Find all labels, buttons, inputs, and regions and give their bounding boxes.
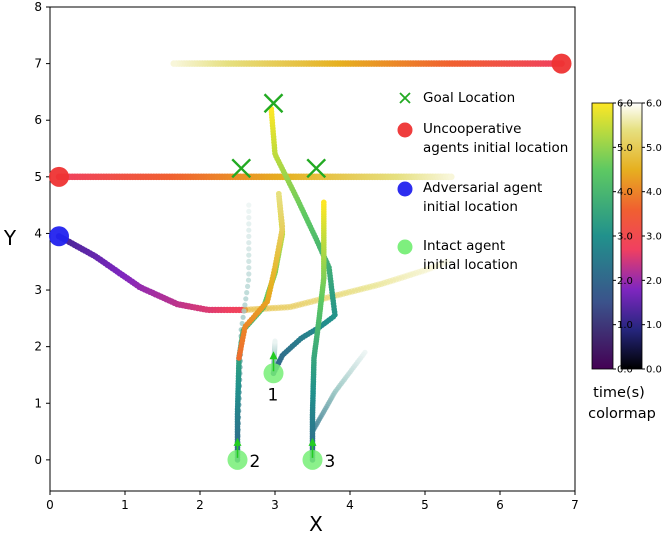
x-tick-label: 2 [196, 498, 204, 512]
x-tick-label: 5 [421, 498, 429, 512]
uncooperative-initial-marker [551, 53, 572, 74]
intact-future-path-point [246, 240, 252, 246]
colorbar-tick-label: 3.0 [617, 232, 633, 243]
agent-label-1: 1 [268, 385, 279, 405]
legend-label: Adversarial agent [423, 180, 542, 196]
intact-future-path-point [246, 202, 252, 208]
intact-future-path-point [272, 338, 278, 344]
adversarial-path-point [444, 258, 451, 265]
legend-label: initial location [423, 257, 518, 273]
intact-future-path-point [246, 215, 252, 221]
x-tick-label: 4 [346, 498, 354, 512]
intact-future-path-point [246, 233, 252, 239]
x-tick-label: 6 [496, 498, 504, 512]
y-tick-label: 5 [34, 170, 42, 184]
y-tick-label: 8 [34, 0, 42, 14]
y-tick-label: 1 [34, 396, 42, 410]
legend-marker [397, 239, 413, 255]
goal-marker [231, 158, 252, 179]
intact-initial-marker [302, 449, 323, 470]
legend-label: Goal Location [423, 90, 515, 106]
y-tick-label: 6 [34, 113, 42, 127]
y-tick-label: 4 [34, 226, 42, 240]
y-tick-label: 0 [34, 453, 42, 467]
colorbar-tick-label: 5.0 [617, 143, 633, 154]
intact-future-path-point [241, 308, 247, 314]
colorbar-tick-label: 1.0 [617, 320, 633, 331]
colorbar-tick-label: 2.0 [646, 276, 662, 287]
intact-future-path-point [243, 296, 249, 302]
colorbar-tick-label: 0.0 [646, 365, 662, 376]
y-tick-label: 2 [34, 340, 42, 354]
colorbar-tick-label: 0.0 [617, 365, 633, 376]
colorbars: 0.0 1.0 2.0 3.0 4.0 5.0 6.0 0.0 1.0 2.0 3.0 4.0 5.0 6… [591, 99, 662, 376]
intact-initial-marker [263, 363, 284, 384]
intact-future-path-point [244, 290, 250, 296]
colorbar-tick-label: 4.0 [646, 187, 662, 198]
y-tick-label: 3 [34, 283, 42, 297]
intact-initial-marker [227, 449, 248, 470]
heading-arrow-head [308, 437, 317, 446]
intact-path-point [321, 199, 327, 206]
legend-label: Uncooperative [423, 121, 521, 137]
intact-future-path-point [246, 265, 252, 271]
colorbar-viridis [591, 102, 614, 370]
colorbar-caption-line-2: colormap [588, 406, 656, 422]
colorbar-tick-label: 2.0 [617, 276, 633, 287]
axis-ticks: 0 1 2 3 4 5 6 7 0 1 2 3 4 5 6 7 8 [34, 0, 578, 512]
legend-label: agents initial location [423, 140, 568, 156]
goal-marker [306, 158, 327, 179]
intact-future-path-point [246, 227, 252, 233]
agent-label-3: 3 [325, 452, 336, 472]
legend-label: initial location [423, 199, 518, 215]
heading-arrow-head [233, 437, 242, 446]
x-tick-label: 0 [46, 498, 54, 512]
heading-arrow-head [269, 351, 278, 360]
colorbar-tick-label: 1.0 [646, 320, 662, 331]
intact-future-path-point [246, 258, 252, 264]
x-tick-label: 3 [271, 498, 279, 512]
colorbar-tick-label: 4.0 [617, 187, 633, 198]
intact-future-path-point [246, 221, 252, 227]
intact-future-path-point [240, 314, 246, 320]
markers: 1 2 3 [49, 53, 572, 472]
y-tick-label: 7 [34, 57, 42, 71]
intact-future-path-point [246, 208, 252, 214]
legend-marker [397, 122, 413, 138]
agent-label-2: 2 [250, 452, 261, 472]
intact-future-path-point [246, 246, 252, 252]
x-tick-label: 7 [571, 498, 579, 512]
x-axis-label: X [309, 512, 323, 535]
colorbar-tick-label: 6.0 [617, 99, 633, 110]
colorbar-tick-label: 5.0 [646, 143, 662, 154]
intact-future-path-point [362, 349, 368, 355]
legend-marker [397, 181, 413, 197]
legend-label: Intact agent [423, 238, 505, 254]
uncooperative-initial-marker [49, 166, 69, 187]
intact-future-path-point [245, 283, 251, 289]
colorbar-tick-label: 6.0 [646, 99, 662, 110]
adversarial-initial-marker [49, 226, 69, 247]
colorbar-tick-label: 3.0 [646, 232, 662, 243]
intact-future-path-point [242, 302, 248, 308]
intact-future-path-point [246, 271, 252, 277]
intact-future-path-point [245, 277, 252, 283]
legend-marker [399, 92, 411, 104]
y-axis-label: Y [3, 226, 17, 250]
intact-path-point [276, 191, 282, 197]
uncooperative-path-point [170, 60, 178, 67]
intact-future-path-point [246, 252, 252, 258]
goal-marker [263, 93, 284, 114]
uncooperative-path-point [448, 173, 455, 181]
x-tick-label: 1 [121, 498, 129, 512]
colorbar-caption-line-1: time(s) [593, 385, 645, 401]
